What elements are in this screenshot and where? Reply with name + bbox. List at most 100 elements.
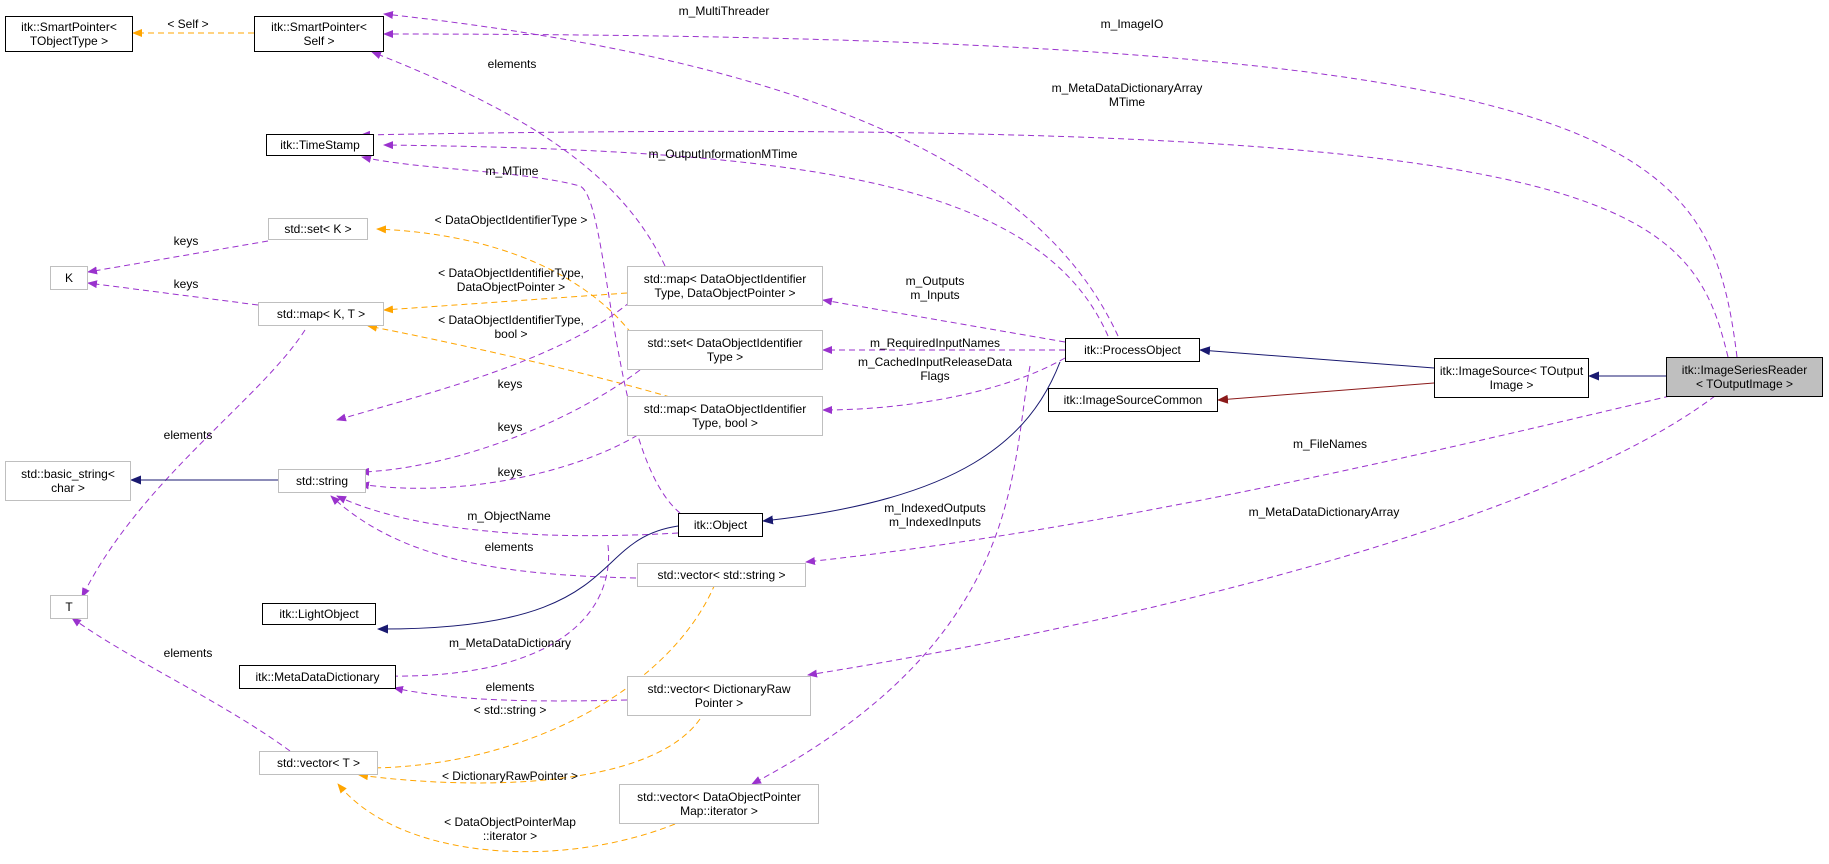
node-text-line: Type, bool > bbox=[692, 416, 758, 430]
node-map-kt[interactable]: std::map< K, T > bbox=[258, 302, 384, 326]
edge-label-line: < DictionaryRawPointer > bbox=[441, 769, 579, 783]
node-timestamp[interactable]: itk::TimeStamp bbox=[266, 134, 374, 156]
edge-label-line: m_MultiThreader bbox=[678, 4, 770, 18]
node-object[interactable]: itk::Object bbox=[678, 513, 763, 537]
edge-map-bool-to-map-kt bbox=[367, 323, 681, 401]
edge-label-line: m_MetaDataDictionary bbox=[448, 636, 572, 650]
node-imageseriesreader[interactable]: itk::ImageSeriesReader< TOutputImage > bbox=[1666, 357, 1823, 397]
edge-label-line: m_MetaDataDictionaryArray bbox=[1248, 505, 1400, 519]
node-lightobject[interactable]: itk::LightObject bbox=[262, 603, 376, 625]
edge-label-line: < DataObjectPointerMap bbox=[444, 815, 576, 829]
label-elements-vt: elements bbox=[164, 646, 213, 660]
label-elements-t: elements bbox=[164, 428, 213, 442]
node-text-line: itk::SmartPointer< bbox=[21, 20, 117, 34]
edge-imageio bbox=[383, 30, 1738, 358]
edge-label-line: m_FileNames bbox=[1292, 437, 1368, 451]
edge-map-kt-elements-t bbox=[81, 329, 306, 598]
node-k[interactable]: K bbox=[50, 266, 88, 290]
label-elements-s: elements bbox=[485, 540, 534, 554]
label-elements-top: elements bbox=[488, 57, 537, 71]
node-set-k[interactable]: std::set< K > bbox=[268, 218, 368, 240]
edge-vec-dictraw-elements-metadict bbox=[393, 685, 628, 702]
label-filenames: m_FileNames bbox=[1293, 437, 1367, 451]
label-mtime: m_MTime bbox=[486, 164, 539, 178]
label-keys-s3: keys bbox=[498, 465, 523, 479]
label-dictrawptr: < DictionaryRawPointer > bbox=[442, 769, 578, 783]
node-text-line: std::map< DataObjectIdentifier bbox=[643, 272, 807, 286]
edge-label-line: keys bbox=[173, 277, 199, 291]
edge-imagesource-inherits-processobject bbox=[1199, 346, 1435, 369]
node-vector-string[interactable]: std::vector< std::string > bbox=[637, 563, 806, 587]
node-text-line: std::set< DataObjectIdentifier bbox=[647, 336, 803, 350]
node-imagesourcecommon[interactable]: itk::ImageSourceCommon bbox=[1048, 388, 1218, 412]
label-objectname: m_ObjectName bbox=[467, 509, 550, 523]
node-text-line: Map::iterator > bbox=[680, 804, 758, 818]
edge-label-line: m_IndexedInputs bbox=[888, 515, 982, 529]
edge-map-kt-keys-k bbox=[87, 280, 259, 306]
edge-map-doptr-keys-string bbox=[336, 301, 631, 422]
edge-map-doptr-to-map-kt bbox=[383, 292, 628, 314]
node-text-line: Pointer > bbox=[694, 696, 744, 710]
edge-map-doptr-elements-sp-self bbox=[371, 51, 666, 267]
edge-vec-t-elements-t bbox=[71, 617, 291, 752]
edge-label-line: ::iterator > bbox=[482, 829, 538, 843]
edge-label-line: m_Inputs bbox=[910, 288, 960, 302]
node-text-line: itk::ImageSourceCommon bbox=[1063, 393, 1203, 407]
edge-filenames bbox=[805, 395, 1671, 566]
label-self: < Self > bbox=[167, 17, 208, 31]
node-text-line: K bbox=[64, 271, 73, 285]
node-basic-string[interactable]: std::basic_string<char > bbox=[5, 461, 131, 501]
label-doi-doptr: < DataObjectIdentifierType,DataObjectPoi… bbox=[438, 266, 584, 294]
edge-label-line: Flags bbox=[920, 369, 950, 383]
node-text-line: itk::LightObject bbox=[279, 607, 359, 621]
edge-label-line: < Self > bbox=[167, 17, 209, 31]
node-text-line: std::map< K, T > bbox=[276, 307, 366, 321]
edge-label-line: elements bbox=[163, 428, 213, 442]
edge-mdda bbox=[807, 395, 1716, 678]
edge-map-bool-keys-string bbox=[359, 417, 663, 490]
edge-label-line: m_IndexedOutputs bbox=[884, 501, 986, 515]
label-dopmap-iter: < DataObjectPointerMap::iterator > bbox=[444, 815, 576, 843]
edge-vec-string-to-vec-t bbox=[358, 583, 716, 773]
edge-label-line: keys bbox=[497, 465, 523, 479]
node-t[interactable]: T bbox=[50, 595, 88, 619]
edge-object-name bbox=[336, 495, 679, 537]
edge-outinfo-mtime bbox=[383, 141, 1109, 337]
node-smartpointer-self[interactable]: itk::SmartPointer<Self > bbox=[254, 16, 384, 52]
edge-label-line: elements bbox=[163, 646, 213, 660]
edge-vec-dopmap-to-vec-t bbox=[337, 783, 676, 853]
edge-outputs-inputs bbox=[822, 297, 1066, 343]
edge-label-line: < std::string > bbox=[473, 703, 547, 717]
edge-label-line: keys bbox=[173, 234, 199, 248]
edge-label-line: keys bbox=[497, 420, 523, 434]
label-doi-type: < DataObjectIdentifierType > bbox=[435, 213, 588, 227]
node-text-line: itk::ImageSeriesReader bbox=[1681, 363, 1808, 377]
node-text-line: Image > bbox=[1489, 378, 1534, 392]
edge-label-line: < DataObjectIdentifierType, bbox=[438, 266, 584, 280]
label-multithreader: m_MultiThreader bbox=[679, 4, 770, 18]
label-elements-md: elements bbox=[486, 680, 535, 694]
label-outinfo-mtime: m_OutputInformationMTime bbox=[649, 147, 798, 161]
label-keys-s2: keys bbox=[498, 420, 523, 434]
node-smartpointer-tobjecttype[interactable]: itk::SmartPointer<TObjectType > bbox=[5, 16, 133, 52]
node-text-line: std::basic_string< bbox=[21, 467, 115, 481]
edge-label-line: m_ObjectName bbox=[467, 509, 551, 523]
node-string[interactable]: std::string bbox=[278, 469, 366, 493]
node-metadatadictionary[interactable]: itk::MetaDataDictionary bbox=[239, 665, 396, 689]
node-processobject[interactable]: itk::ProcessObject bbox=[1065, 338, 1200, 362]
edge-label-line: DataObjectPointer > bbox=[456, 280, 566, 294]
node-vector-t[interactable]: std::vector< T > bbox=[259, 751, 378, 775]
node-text-line: itk::ProcessObject bbox=[1084, 343, 1181, 357]
edge-metadictionary bbox=[380, 544, 610, 681]
node-text-line: Type > bbox=[706, 350, 744, 364]
